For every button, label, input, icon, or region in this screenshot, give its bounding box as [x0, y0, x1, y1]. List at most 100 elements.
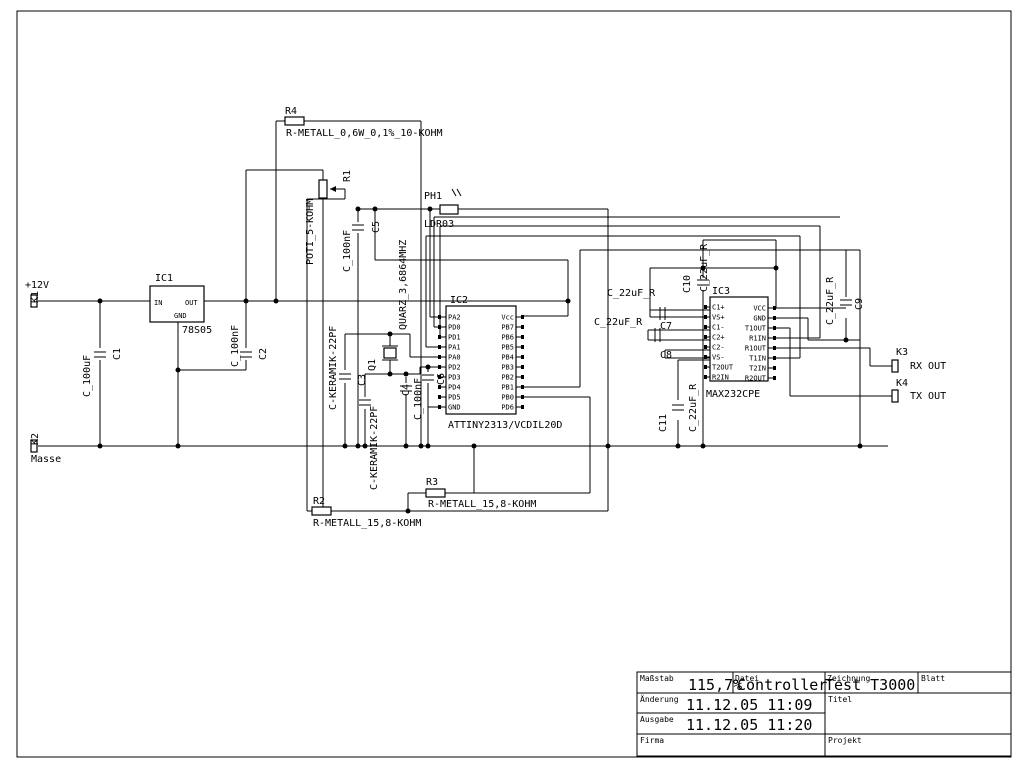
ic3-pin-terminal	[773, 326, 776, 330]
tb-massstab-label: Maßstab	[640, 674, 674, 683]
ic3-ref: IC3	[712, 286, 730, 297]
ic2-pin-terminal	[521, 315, 524, 319]
c6-ref: C6	[436, 373, 447, 385]
ic3-pin-label: C1-	[712, 324, 725, 332]
k3-label: RX OUT	[910, 361, 946, 372]
ic2-pin-terminal	[521, 325, 524, 329]
ic2-pin-terminal	[521, 375, 524, 379]
ic2-pin-label: PB6	[501, 334, 514, 342]
r4-ref: R4	[285, 106, 297, 117]
ic3-pin-label: R1OUT	[745, 345, 767, 353]
capacitor-c5: C5 C_100nF	[342, 221, 382, 272]
ic3-pin-terminal	[773, 376, 776, 380]
ic2-pin-terminal	[521, 355, 524, 359]
ic2-pin-label: PD4	[448, 384, 461, 392]
connector-k4: K4 TX OUT	[891, 378, 946, 403]
connector-k1: +12V K1	[25, 280, 49, 308]
ic3-pin-terminal	[704, 305, 707, 309]
ic2-pin-terminal	[438, 395, 441, 399]
ic2-pin-label: PA2	[448, 314, 461, 322]
ph1-ref: PH1	[424, 191, 442, 202]
ic2-pin-label: PB1	[501, 384, 514, 392]
c10-value: C_22uF_R	[699, 243, 710, 292]
c5-ref: C5	[371, 221, 382, 233]
tb-projekt-label: Projekt	[828, 736, 862, 745]
ck2-value: C-KERAMIK-22PF	[369, 406, 380, 490]
c10-ref: C10	[682, 275, 693, 293]
ph1-value: LDR03	[424, 219, 454, 230]
tb-ausgabe-value: 11.12.05 11:20	[686, 716, 812, 734]
ic3-pin-terminal	[773, 316, 776, 320]
ic2-pin-terminal	[438, 365, 441, 369]
c3-value: C-KERAMIK-22PF	[328, 326, 339, 410]
ic2-value: ATTINY2313/VCDIL20D	[448, 420, 562, 431]
ic3-pin-label: VS-	[712, 354, 725, 362]
ic2-pin-terminal	[438, 405, 441, 409]
c5-value: C_100nF	[342, 230, 353, 272]
ic3-pin-label: VCC	[753, 305, 766, 313]
ic3-pin-label: R2OUT	[745, 375, 767, 383]
ic3-pin-terminal	[773, 306, 776, 310]
c2-value: C_100nF	[230, 325, 241, 367]
ic2-pin-terminal	[438, 315, 441, 319]
ic2-pin-terminal	[521, 365, 524, 369]
ic2-pin-terminal	[438, 335, 441, 339]
tb-datei-label: Datei	[735, 674, 759, 683]
ic1-regulator: IC1 IN OUT GND 78S05	[149, 273, 212, 336]
ic2-pin-label: GND	[448, 404, 461, 412]
capacitor-c3: C3 C-KERAMIK-22PF	[328, 326, 368, 410]
r4-value: R-METALL_0,6W_0,1%_10-KOHM	[286, 128, 443, 139]
ic3-pin-terminal	[704, 375, 707, 379]
ic2-pin-terminal	[438, 385, 441, 389]
ic2-pin-terminal	[521, 395, 524, 399]
capacitor-c9: C9 C_22uF_R	[825, 276, 865, 325]
ic2-pin-terminal	[521, 405, 524, 409]
tb-aenderung-value: 11.12.05 11:09	[686, 696, 812, 714]
connector-k2: K2 Masse	[30, 433, 61, 465]
k3-ref: K3	[896, 347, 908, 358]
ic2-pin-terminal	[438, 325, 441, 329]
tb-blatt-label: Blatt	[921, 674, 945, 683]
ic3-pin-terminal	[704, 355, 707, 359]
tb-zeichnung-label: Zeichnung	[827, 674, 871, 683]
tb-aenderung-label: Änderung	[640, 694, 679, 704]
ic1-pin-gnd: GND	[174, 312, 187, 320]
q1-value: QUARZ_3,6864MHZ	[398, 240, 409, 330]
ic1-pin-in: IN	[154, 299, 162, 307]
c11-value: C_22uF_R	[688, 383, 699, 432]
drawing-border	[16, 10, 1012, 758]
ic1-pin-out: OUT	[185, 299, 198, 307]
capacitor-c6: C6	[422, 373, 447, 385]
resistor-r3: R3 R-METALL_15,8-KOHM	[425, 477, 536, 510]
ic2-pin-terminal	[438, 355, 441, 359]
ic2-pin-label: PD3	[448, 374, 461, 382]
c4-value: C_100nF	[413, 378, 424, 420]
ic3-value: MAX232CPE	[706, 389, 760, 400]
ic2-pin-label: PB5	[501, 344, 514, 352]
capacitor-ceramic-2: C-KERAMIK-22PF	[359, 399, 380, 490]
ic2-pin-label: Vcc	[501, 314, 514, 322]
ic3-pin-label: VS+	[712, 314, 725, 322]
ic2-pin-label: PB2	[501, 374, 514, 382]
ic2-pin-label: PD1	[448, 334, 461, 342]
capacitor-c2: C2 C_100nF	[230, 325, 269, 367]
ic3-pin-label: T2IN	[749, 365, 766, 373]
connector-k3: K3 RX OUT	[891, 347, 946, 373]
ic3-pin-terminal	[773, 356, 776, 360]
ic3-pin-terminal	[773, 336, 776, 340]
tb-firma-label: Firma	[640, 736, 664, 745]
r3-ref: R3	[426, 477, 438, 488]
ic2-pin-label: PB3	[501, 364, 514, 372]
capacitor-c10: C10 C_22uF_R	[682, 243, 710, 293]
capacitor-c11: C11 C_22uF_R	[658, 383, 699, 432]
ic3-pin-terminal	[704, 345, 707, 349]
ic2-pin-terminal	[521, 335, 524, 339]
k4-ref: K4	[896, 378, 908, 389]
tb-titel-label: Titel	[828, 695, 852, 704]
c1-value: C_100uF	[82, 355, 93, 397]
q1-ref: Q1	[367, 359, 378, 371]
ic2-ref: IC2	[450, 295, 468, 306]
c7-value: C_22uF_R	[607, 288, 656, 299]
r2-ref: R2	[313, 496, 325, 507]
junction-dots	[97, 206, 863, 514]
